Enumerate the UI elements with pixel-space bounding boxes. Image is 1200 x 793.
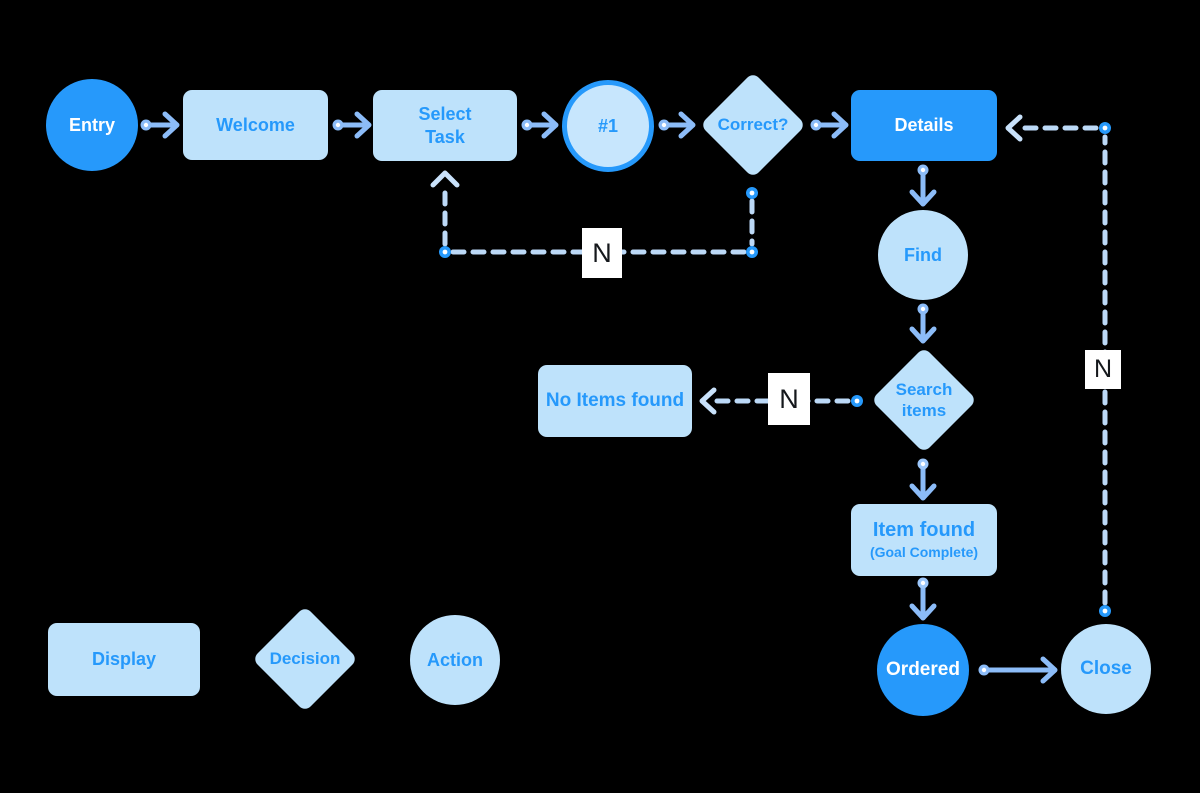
legend-display-label: Display — [91, 649, 157, 670]
solid-edges — [144, 111, 1058, 684]
edge-search-item-found — [909, 463, 937, 501]
node-item-found-sublabel: (Goal Complete) — [869, 544, 979, 561]
edge-find-search — [909, 308, 937, 344]
arrowhead-into-details — [1005, 114, 1023, 142]
edge-label-search-no: N — [768, 373, 810, 425]
node-select-task-label: Select Task — [418, 104, 472, 147]
node-ordered-label: Ordered — [886, 659, 960, 681]
legend-action: Action — [410, 615, 500, 705]
node-ordered: Ordered — [877, 624, 969, 716]
edge-label-close-no: N — [1085, 350, 1121, 389]
edge-label-correct-no: N — [582, 228, 622, 278]
node-item-found: Item found (Goal Complete) — [851, 504, 997, 576]
node-correct: Correct? — [699, 71, 807, 179]
node-details: Details — [851, 90, 997, 161]
node-details-label: Details — [894, 115, 954, 136]
node-close-label: Close — [1080, 658, 1132, 680]
node-welcome: Welcome — [183, 90, 328, 160]
arrowhead-into-no-items — [699, 387, 717, 415]
node-select-task: Select Task — [373, 90, 517, 161]
edge-ordered-close — [983, 656, 1058, 684]
node-step1-label: #1 — [597, 115, 619, 136]
dashed-edge-dots — [439, 122, 1111, 617]
node-item-found-label: Item found — [872, 519, 976, 542]
node-find: Find — [878, 210, 968, 300]
node-welcome-label: Welcome — [216, 114, 295, 135]
arrowhead-into-select-task — [430, 170, 460, 188]
edge-details-find — [909, 169, 937, 207]
legend-action-label: Action — [427, 649, 483, 670]
node-correct-label: Correct? — [717, 115, 789, 135]
node-search-items: Search items — [870, 346, 978, 454]
edge-item-found-ordered — [909, 582, 937, 621]
dashed-arrowheads — [430, 114, 1023, 415]
legend-decision-label: Decision — [269, 649, 341, 669]
node-step1: #1 — [562, 80, 654, 172]
node-close: Close — [1061, 624, 1151, 714]
node-no-items-found-label: No Items found — [545, 390, 685, 412]
solid-edge-dots — [140, 119, 990, 676]
node-entry-label: Entry — [68, 114, 115, 135]
legend-display: Display — [48, 623, 200, 696]
node-entry: Entry — [46, 79, 138, 171]
node-find-label: Find — [904, 244, 942, 265]
legend-decision: Decision — [251, 605, 359, 713]
node-search-items-label: Search items — [895, 379, 953, 420]
node-no-items-found: No Items found — [538, 365, 692, 437]
